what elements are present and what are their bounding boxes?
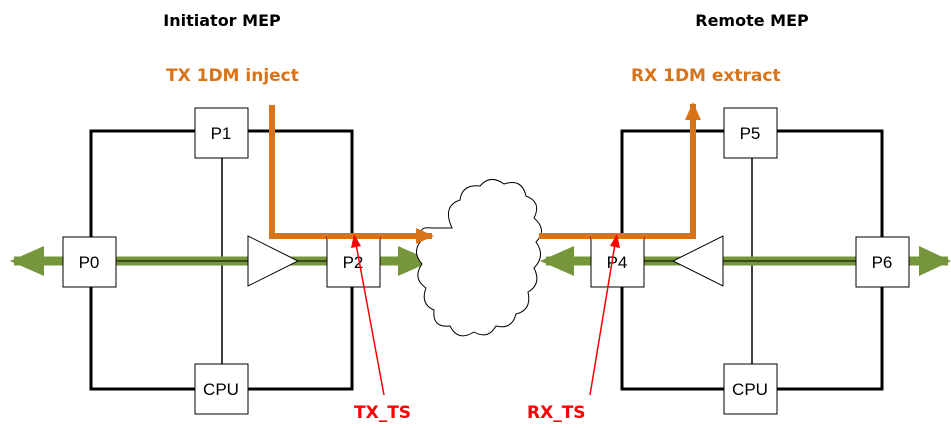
rx-ts-label: RX_TS — [527, 403, 586, 423]
port-p5-label: P5 — [740, 124, 761, 143]
network-cloud-icon — [416, 179, 542, 337]
port-cpu-left-label: CPU — [203, 380, 239, 399]
port-cpu-right: CPU — [723, 363, 778, 415]
green-arrow-left-icon — [10, 246, 44, 276]
rx-ts-pointer — [589, 243, 616, 396]
rx-extract-path — [539, 102, 701, 239]
port-p0-label: P0 — [79, 253, 100, 272]
port-cpu-right-label: CPU — [732, 380, 768, 399]
port-p5: P5 — [723, 107, 778, 159]
tx-ts-pointer-head-icon — [351, 234, 361, 248]
port-p0: P0 — [62, 236, 117, 288]
remote-heading: Remote MEP — [695, 11, 809, 30]
tx-inject-label: TX 1DM inject — [166, 66, 299, 86]
tx-ts-pointer — [355, 243, 385, 396]
tx-direction-triangle-icon — [247, 235, 300, 287]
port-p1: P1 — [194, 107, 249, 159]
port-p6: P6 — [855, 236, 910, 288]
port-cpu-left: CPU — [194, 363, 249, 415]
initiator-heading: Initiator MEP — [163, 11, 281, 30]
green-arrow-right-edge-icon — [919, 246, 951, 276]
port-p4-label: P4 — [607, 253, 628, 272]
port-p1-label: P1 — [211, 124, 232, 143]
port-p6-label: P6 — [872, 253, 893, 272]
tx-ts-label: TX_TS — [354, 403, 411, 423]
rx-ts-pointer-head-icon — [610, 234, 620, 248]
green-arrow-right-p2-icon — [398, 246, 432, 276]
green-arrow-left-p4-icon — [540, 246, 574, 276]
rx-extract-label: RX 1DM extract — [631, 66, 781, 86]
rx-direction-triangle-icon — [671, 235, 724, 287]
